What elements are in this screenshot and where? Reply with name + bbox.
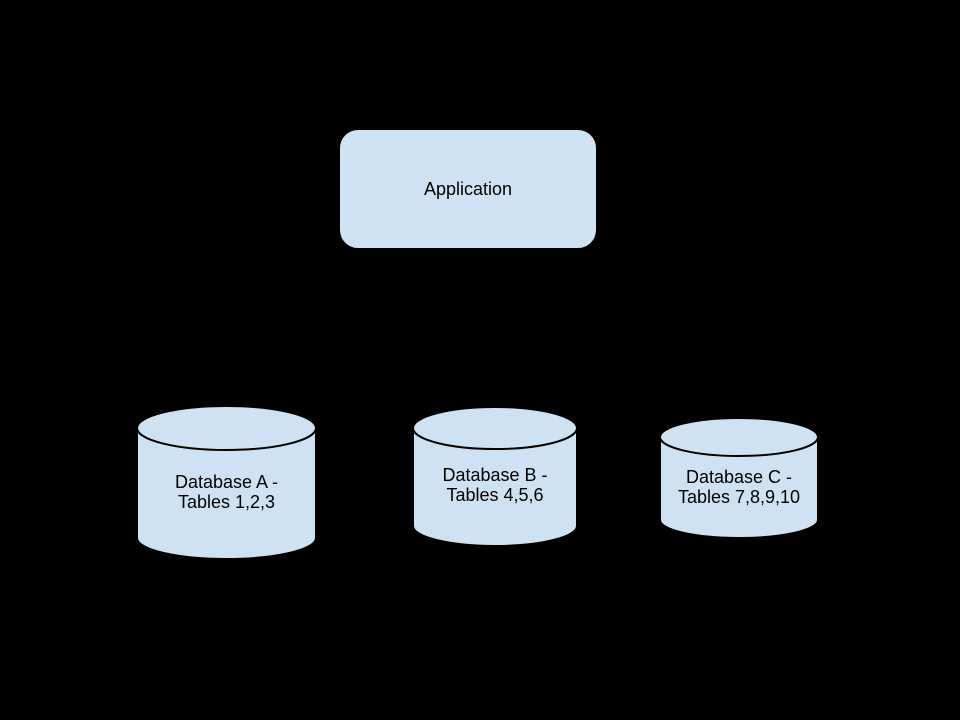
database-c-label: Database C - Tables 7,8,9,10 (659, 467, 819, 507)
database-node-c: Database C - Tables 7,8,9,10 (659, 417, 819, 539)
database-b-label-line2: Tables 4,5,6 (446, 485, 544, 505)
database-a-label: Database A - Tables 1,2,3 (136, 472, 317, 512)
database-c-label-line1: Database C - (685, 467, 793, 487)
application-label: Application (423, 179, 513, 199)
database-a-label-line1: Database A - (174, 471, 279, 492)
database-c-label-line2: Tables 7,8,9,10 (677, 487, 801, 507)
database-a-label-line2: Tables 1,2,3 (177, 491, 276, 512)
database-b-label: Database B - Tables 4,5,6 (412, 465, 578, 505)
database-node-a: Database A - Tables 1,2,3 (136, 405, 317, 560)
database-node-b: Database B - Tables 4,5,6 (412, 406, 578, 546)
database-b-label-line1: Database B - (442, 465, 548, 485)
database-cylinder-icon (659, 417, 819, 539)
database-cylinder-icon (412, 406, 578, 546)
application-node: Application (338, 128, 598, 250)
database-cylinder-icon (136, 405, 317, 560)
